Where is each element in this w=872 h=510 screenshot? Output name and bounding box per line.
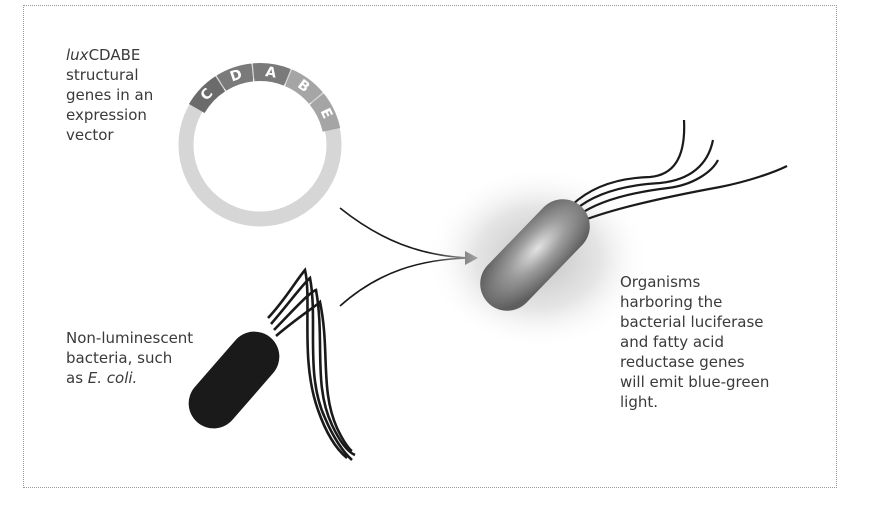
organisms-label: Organisms harboring the bacterial lucife… (620, 272, 769, 412)
plasmid-label: luxCDABE structural genes in an expressi… (66, 45, 153, 145)
organisms-label-line5: reductase genes (620, 353, 745, 371)
organisms-label-line6: will emit blue-green (620, 373, 770, 391)
plasmid-label-line4: expression (66, 106, 147, 124)
diagram-frame (23, 5, 837, 488)
lux-suffix: CDABE (88, 46, 141, 64)
ecoli-italic: E. coli. (87, 369, 138, 387)
bacterium-flagella (267, 267, 356, 461)
plasmid-label-line1: luxCDABE (66, 45, 153, 65)
bacteria-label-line2: bacteria, such (66, 349, 173, 367)
gene-label-d: D (228, 67, 244, 86)
gene-segment-c (188, 76, 226, 113)
non-luminescent-bacterium (188, 267, 356, 461)
luminescent-organism (426, 119, 788, 350)
lux-italic: lux (66, 46, 89, 64)
gene-segment-e (309, 93, 341, 132)
plasmid-label-line2: structural (66, 66, 139, 84)
organisms-label-line4: and fatty acid (620, 333, 724, 351)
gene-segment-d (216, 63, 254, 91)
gene-segment-a (252, 63, 291, 86)
bacteria-label: Non-luminescent bacteria, such as E. col… (66, 328, 193, 388)
organism-flagella (571, 119, 788, 223)
bacteria-label-line3: as E. coli. (66, 368, 193, 388)
plasmid-label-line5: vector (66, 126, 114, 144)
plasmid-label-line3: genes in an (66, 86, 154, 104)
gene-label-a: A (264, 64, 277, 81)
organisms-label-line1: Organisms (620, 273, 701, 291)
organisms-label-line3: bacterial luciferase (620, 313, 764, 331)
organisms-label-line2: harboring the (620, 293, 723, 311)
bacterium-body-glowing (480, 199, 590, 311)
bacterium-body-black (188, 331, 280, 429)
gene-segment-b (285, 69, 323, 104)
organisms-label-line7: light. (620, 393, 659, 411)
bacteria-label-as: as (66, 369, 88, 387)
bacteria-label-line1: Non-luminescent (66, 329, 194, 347)
